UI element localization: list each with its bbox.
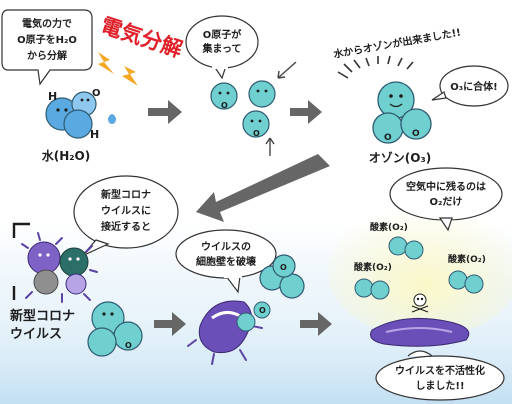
approach-line-1: 新型コロナ	[101, 188, 151, 201]
oxygen-tag: 酸素(O₂)	[370, 221, 408, 233]
glow-area	[328, 206, 512, 338]
atom-o-label: O	[221, 101, 228, 110]
approach-line-2: ウイルスに	[101, 205, 151, 217]
oxygen-group-3: 酸素(O₂)	[448, 253, 486, 294]
oxygen-group-2: 酸素(O₂)	[354, 261, 392, 300]
decomp-bubble: 電気の力で O原子をH₂O から分解	[1, 9, 93, 86]
atom-o-label: O	[125, 341, 132, 350]
atom-o-label: O	[259, 306, 266, 315]
virus-label-line-1: 新型コロナ	[10, 308, 75, 324]
atom-o-label: O	[280, 263, 287, 272]
inactive-virus	[370, 317, 470, 347]
atom-h-label: H	[90, 128, 99, 141]
ozone-label: オゾン(O₃)	[369, 150, 431, 165]
lightning-icon	[122, 66, 138, 86]
gathering-atoms: O O	[210, 61, 297, 156]
ozone-heading: 水からオゾンが出来ました!!	[331, 25, 461, 60]
lightning-icon	[98, 52, 114, 74]
skull-icon	[411, 293, 429, 313]
inactivate-bubble: ウイルスを不活性化 しました!!	[375, 350, 505, 401]
remain-line-1: 空気中に残るのは	[406, 180, 486, 193]
ozone-molecule-approach: O	[87, 301, 143, 357]
virus-frame	[12, 222, 30, 300]
virus-attack-scene: O O	[187, 254, 305, 365]
decomp-line-2: O原子をH₂O	[17, 34, 77, 46]
oxygen-tag: 酸素(O₂)	[354, 261, 392, 273]
decomp-title: 電気分解	[98, 13, 185, 62]
approach-line-3: 接近すると	[101, 220, 151, 233]
atom-o-label: O	[92, 88, 101, 99]
remain-line-2: O₂だけ	[430, 196, 463, 208]
ozone-molecule: O O	[372, 81, 432, 144]
gather-line-1: O原子が	[203, 28, 243, 41]
destroy-line-1: ウイルスの	[201, 241, 251, 253]
destroy-bubble: ウイルスの 細胞壁を破壊	[175, 229, 277, 294]
atom-o-label: O	[384, 133, 392, 143]
arrow-right	[300, 312, 332, 336]
oxygen-group-1: 酸素(O₂)	[370, 221, 424, 260]
remain-bubble: 空気中に残るのは O₂だけ	[389, 167, 503, 232]
decomp-line-1: 電気の力で	[22, 17, 72, 30]
atom-o-label: O	[412, 129, 420, 139]
radiance-lines	[337, 55, 414, 79]
arrow-diagonal	[196, 154, 330, 222]
water-drop-icon	[108, 114, 116, 124]
arrow-right	[148, 100, 182, 124]
atom-h-label: H	[48, 90, 57, 103]
inactivate-line-1: ウイルスを不活性化	[395, 364, 485, 377]
atom-o-label: O	[253, 129, 260, 138]
virus-cluster	[21, 232, 98, 303]
inactivate-line-2: しました!!	[415, 380, 464, 392]
arrow-right	[290, 100, 322, 124]
destroy-line-2: 細胞壁を破壊	[196, 255, 257, 268]
virus-label-line-2: ウイルス	[10, 327, 62, 342]
water-molecule: H H O	[45, 88, 116, 141]
combine-bubble: O₃に合体!	[431, 65, 509, 107]
arrow-right	[154, 312, 186, 336]
approach-bubble: 新型コロナ ウイルスに 接近すると	[73, 175, 179, 257]
gather-line-2: 集まって	[201, 42, 241, 55]
oxygen-tag: 酸素(O₂)	[448, 253, 486, 265]
decomp-line-3: から分解	[27, 49, 67, 62]
gather-bubble: O原子が 集まって	[185, 15, 259, 80]
combine-text: O₃に合体!	[450, 80, 497, 93]
water-label: 水(H₂O)	[42, 148, 90, 163]
